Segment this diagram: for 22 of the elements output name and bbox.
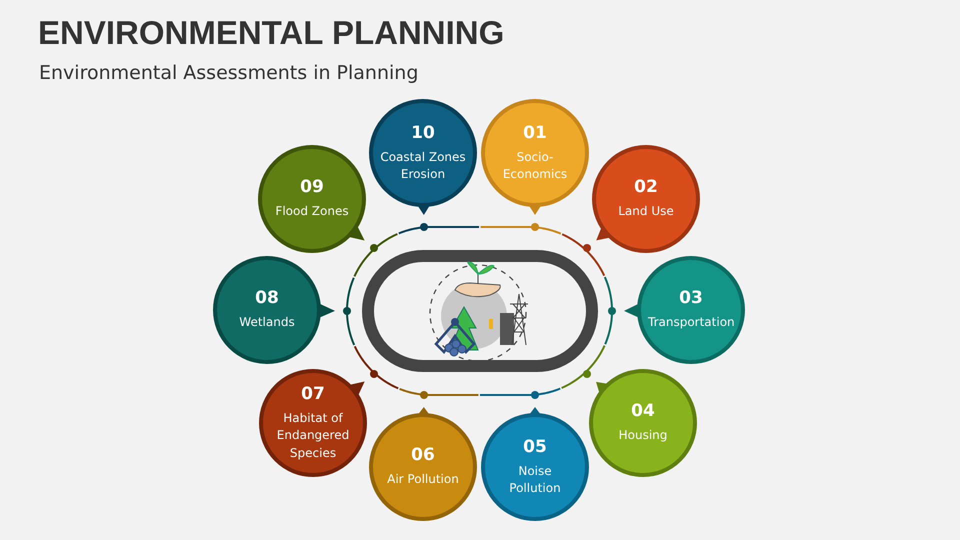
topic-label: Noise Pollution bbox=[508, 462, 562, 497]
step-number: 06 bbox=[411, 445, 435, 466]
subtitle: Environmental Assessments in Planning bbox=[39, 62, 418, 84]
topic-label: Socio-Economics bbox=[502, 148, 568, 183]
step-number: 05 bbox=[523, 436, 547, 457]
step-number: 01 bbox=[523, 122, 547, 143]
topic-label: Air Pollution bbox=[387, 471, 459, 488]
step-number: 08 bbox=[255, 288, 279, 308]
topic-label: Wetlands bbox=[239, 314, 295, 332]
title: ENVIRONMENTAL PLANNING bbox=[38, 14, 504, 52]
step-number: 02 bbox=[634, 177, 658, 198]
topic-label: Housing bbox=[618, 427, 668, 444]
topic-label: Flood Zones bbox=[275, 203, 349, 220]
step-number: 04 bbox=[631, 401, 655, 422]
topic-label: Coastal Zones Erosion bbox=[380, 148, 466, 183]
topic-label: Habitat of Endangered Species bbox=[276, 410, 350, 462]
topic-label: Land Use bbox=[618, 203, 674, 220]
step-number: 10 bbox=[411, 122, 435, 143]
step-number: 03 bbox=[679, 288, 703, 308]
step-number: 09 bbox=[300, 177, 324, 198]
topic-label: Transportation bbox=[648, 314, 734, 332]
step-number: 07 bbox=[301, 384, 325, 404]
